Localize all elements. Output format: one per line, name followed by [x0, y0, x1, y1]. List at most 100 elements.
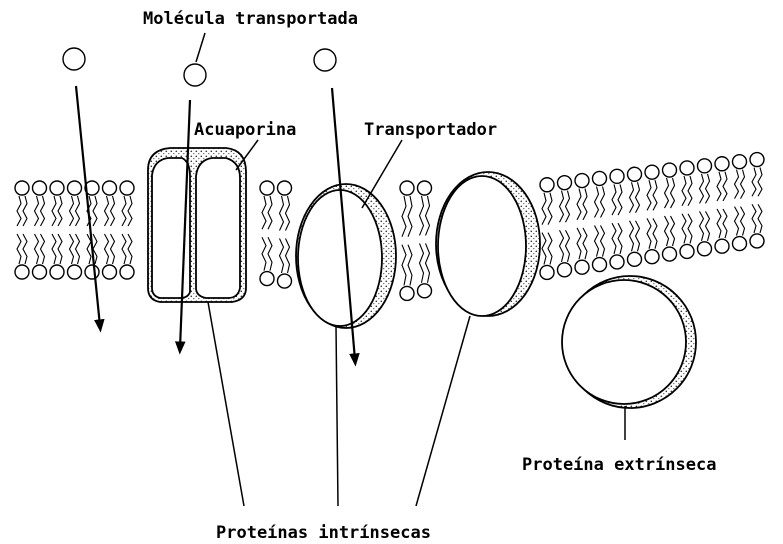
transport-arrow-1: [76, 86, 100, 326]
lipid-head: [680, 244, 694, 258]
transporter-label: Transportador: [364, 120, 497, 140]
lipid-tail: [583, 228, 587, 259]
lipid-head: [103, 181, 117, 195]
lipid-tail: [688, 176, 692, 206]
lipid-head: [50, 265, 64, 279]
lipid-tail: [17, 196, 21, 226]
lipid-head: [50, 181, 64, 195]
lipid-tail: [58, 234, 62, 264]
lipid-head: [400, 181, 414, 195]
lipid-head: [278, 274, 292, 288]
lipid-tail: [612, 184, 616, 215]
lipid-head: [575, 260, 589, 274]
lipid-tail: [700, 211, 704, 240]
lipid-tail: [420, 196, 424, 235]
lipid-tail: [52, 196, 56, 226]
lipid-head: [33, 265, 47, 279]
lipid-tail: [682, 176, 686, 206]
lipid-tail: [595, 186, 599, 217]
transported-molecule-1: [63, 48, 85, 70]
lipid-tail: [70, 234, 74, 264]
lipid-tail: [41, 196, 45, 226]
lipid-head: [645, 250, 659, 264]
lipid-tail: [577, 228, 581, 259]
intrinsic-leader-2: [336, 326, 338, 506]
lipid-tail: [630, 221, 634, 252]
lipid-tail: [286, 239, 290, 274]
lipid-head: [663, 247, 677, 261]
lipid-tail: [566, 230, 570, 262]
lipid-tail: [268, 196, 272, 229]
lipid-head: [120, 181, 134, 195]
lipid-tail: [23, 196, 27, 226]
lipid-head: [610, 169, 624, 183]
intrinsic-label: Proteínas intrínsecas: [216, 523, 431, 543]
lipid-tail: [618, 184, 622, 215]
lipid-head: [68, 181, 82, 195]
lipid-tail: [752, 168, 756, 197]
lipid-tail: [280, 239, 284, 274]
lipid-tail: [105, 196, 109, 226]
lipid-tail: [601, 186, 605, 217]
lipid-tail: [647, 218, 651, 248]
lipid-tail: [560, 230, 564, 262]
lipid-tail: [665, 216, 669, 246]
lipid-tail: [420, 243, 424, 282]
transporter-leader: [362, 140, 402, 208]
lipid-head: [715, 239, 729, 253]
lipid-head: [400, 286, 414, 300]
lipid-tail: [408, 196, 412, 237]
lipid-tail: [752, 204, 756, 233]
lipid-tail: [402, 245, 406, 286]
lipid-head: [33, 181, 47, 195]
lipid-head: [750, 153, 764, 167]
lipid-tail: [548, 193, 552, 225]
lipid-head: [68, 265, 82, 279]
lipid-head: [733, 237, 747, 251]
lipid-tail: [105, 234, 109, 264]
lipid-tail: [268, 237, 272, 270]
lipid-tail: [70, 196, 74, 226]
lipid-head: [85, 265, 99, 279]
lipid-tail: [17, 234, 21, 264]
lipid-tail: [280, 196, 284, 231]
lipid-head: [260, 181, 274, 195]
lipid-tail: [647, 180, 651, 210]
lipid-tail: [408, 245, 412, 286]
lipid-head: [698, 242, 712, 256]
lipid-head: [698, 159, 712, 173]
lipid-tail: [735, 170, 739, 199]
intrinsic-leader-1: [208, 302, 244, 506]
lipid-head: [733, 155, 747, 169]
extrinsic-protein: [562, 276, 696, 408]
aquaporin-protein: [148, 148, 246, 302]
lipid-tail: [262, 196, 266, 229]
lipid-tail: [111, 234, 115, 264]
intrinsic-leader-3: [416, 316, 470, 506]
lipid-tail: [612, 223, 616, 254]
lipid-tail: [76, 234, 80, 264]
lipid-tail: [717, 209, 721, 238]
lipid-head: [558, 263, 572, 277]
lipid-tail: [741, 207, 745, 236]
lipid-tail: [700, 174, 704, 203]
lipid-head: [575, 174, 589, 188]
lipid-tail: [758, 204, 762, 233]
lipid-head: [593, 258, 607, 272]
lipid-head: [715, 157, 729, 171]
lipid-head: [540, 178, 554, 192]
lipid-tail: [566, 191, 570, 223]
lipid-head: [418, 284, 432, 298]
aquaporin-label: Acuaporina: [194, 120, 296, 140]
lipid-tail: [58, 196, 62, 226]
lipid-head: [15, 181, 29, 195]
lipid-tail: [76, 196, 80, 226]
lipid-head: [628, 167, 642, 181]
lipid-tail: [548, 233, 552, 265]
transported-molecule-3: [314, 49, 336, 71]
lipid-tail: [653, 218, 657, 248]
lipid-tail: [595, 226, 599, 257]
lipid-head: [278, 181, 292, 195]
lipid-tail: [122, 234, 126, 264]
